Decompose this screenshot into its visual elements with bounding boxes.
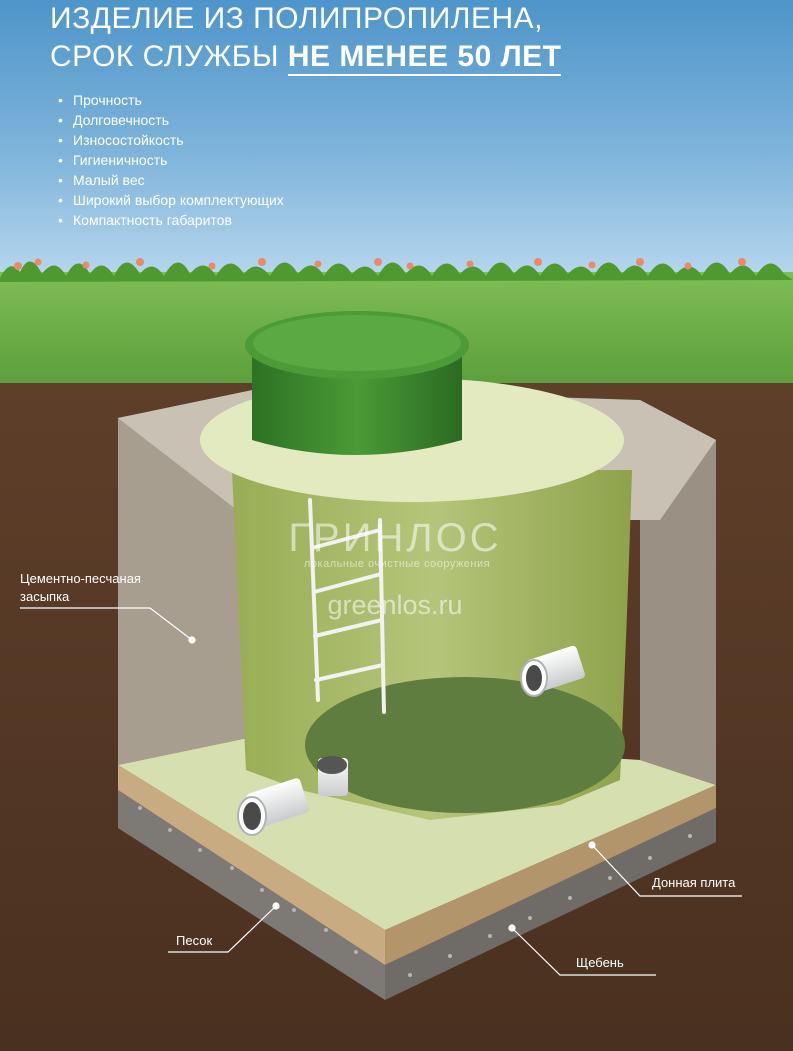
page-title: ИЗДЕЛИЕ ИЗ ПОЛИПРОПИЛЕНА, СРОК СЛУЖБЫ НЕ… bbox=[50, 0, 562, 76]
label-backfill-line-1: Цементно-песчаная bbox=[20, 571, 141, 586]
gravel-layer-right bbox=[385, 808, 716, 1000]
tank-floor bbox=[305, 677, 625, 813]
feature-item: Прочность bbox=[58, 90, 284, 110]
feature-item: Долговечность bbox=[58, 110, 284, 130]
ladder bbox=[308, 498, 386, 714]
label-gravel: Щебень bbox=[576, 955, 624, 970]
label-backfill: Цементно-песчаная засыпка bbox=[20, 570, 141, 606]
sand-layer-right bbox=[385, 785, 716, 965]
label-sand: Песок bbox=[176, 933, 213, 948]
title-emphasis: НЕ МЕНЕЕ 50 ЛЕТ bbox=[287, 40, 562, 76]
flowers bbox=[14, 258, 746, 270]
outlet-pipe bbox=[520, 645, 585, 697]
title-line-2-prefix: СРОК СЛУЖБЫ bbox=[50, 40, 288, 73]
feature-item: Компактность габаритов bbox=[58, 210, 284, 230]
feature-item: Широкий выбор комплектующих bbox=[58, 190, 284, 210]
label-backfill-line-2: засыпка bbox=[20, 589, 70, 604]
title-line-2: СРОК СЛУЖБЫ НЕ МЕНЕЕ 50 ЛЕТ bbox=[50, 38, 562, 76]
watermark-brand: ГРИНЛОС bbox=[288, 516, 502, 560]
feature-item: Износостойкость bbox=[58, 130, 284, 150]
sand-layer-left bbox=[118, 765, 385, 965]
title-line-1: ИЗДЕЛИЕ ИЗ ПОЛИПРОПИЛЕНА, bbox=[50, 2, 544, 35]
label-bottom-plate: Донная плита bbox=[652, 875, 736, 890]
inlet-pipe bbox=[237, 778, 310, 836]
watermark-subtitle: локальные очистные сооружения bbox=[303, 558, 491, 570]
watermark-url: greenlos.ru bbox=[327, 590, 463, 620]
gravel-texture bbox=[138, 806, 692, 977]
features-list: Прочность Долговечность Износостойкость … bbox=[58, 90, 284, 230]
feature-item: Малый вес bbox=[58, 170, 284, 190]
flower-row bbox=[0, 261, 793, 282]
callout-lines bbox=[20, 607, 742, 976]
gravel-layer-left bbox=[118, 790, 385, 1000]
feature-item: Гигиеничность bbox=[58, 150, 284, 170]
inner-pipe bbox=[317, 756, 348, 796]
